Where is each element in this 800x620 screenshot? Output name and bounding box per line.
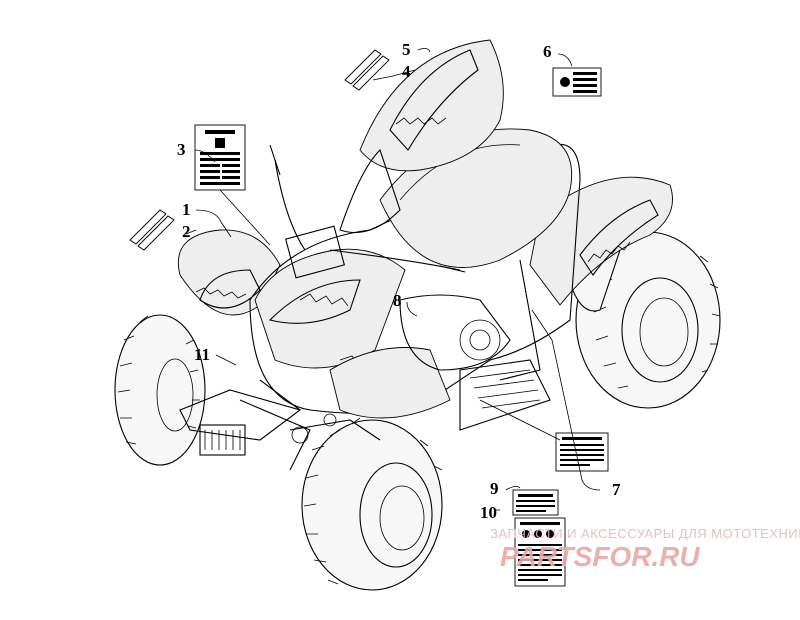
callout-1: 1: [182, 200, 191, 219]
decal-warning-10: [514, 517, 566, 587]
callout-10: 10: [480, 503, 497, 522]
callout-9: 9: [490, 479, 499, 498]
front-right-wheel: [301, 417, 443, 591]
decal-warning-6: [552, 67, 602, 97]
callout-labels: 1 2 3 4 5 6 7 8 9 10 11: [177, 40, 621, 522]
front-left-wheel: [114, 314, 206, 466]
front-hood: [339, 39, 504, 234]
watermark-tagline: ЗАПЧАСТИ И АКСЕССУАРЫ ДЛЯ МОТОТЕХНИКИ: [490, 526, 800, 541]
callout-8: 8: [393, 291, 402, 310]
callout-4: 4: [402, 62, 411, 81]
atv-body: [249, 128, 581, 431]
callout-5: 5: [402, 40, 411, 59]
decal-warning-7: [555, 432, 609, 472]
rear-right-fender: [529, 176, 673, 306]
callout-6: 6: [543, 42, 552, 61]
callout-2: 2: [182, 222, 191, 241]
callout-7: 7: [612, 480, 621, 499]
decal-warning-3: [194, 124, 246, 191]
decal-stripe-hood: [344, 49, 390, 91]
front-bumper: [179, 379, 381, 471]
watermark-brand: PARTSFOR.RU: [500, 541, 700, 572]
leader-lines: [185, 48, 601, 511]
watermark: ЗАПЧАСТИ И АКСЕССУАРЫ ДЛЯ МОТОТЕХНИКИ PA…: [490, 526, 800, 572]
callout-11: 11: [194, 345, 210, 364]
decal-warning-9: [512, 489, 559, 516]
decal-stripe-left: [129, 209, 175, 251]
handlebars: [269, 144, 466, 279]
callout-3: 3: [177, 140, 186, 159]
